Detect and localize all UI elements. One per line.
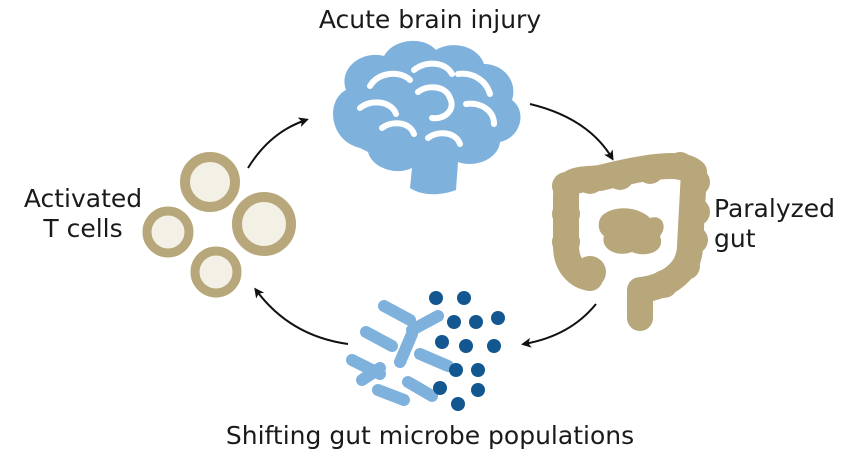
microbes-label: Shifting gut microbe populations	[225, 421, 635, 450]
tcells-label-line-1: Activated	[23, 184, 143, 213]
bacteria-icon	[346, 291, 505, 411]
tcells-label: Activated T cells	[8, 184, 158, 244]
gut-label-line-1: Paralyzed	[714, 194, 835, 223]
gut-label: Paralyzed gut	[714, 194, 854, 254]
arrow-microbes-to-tcells	[254, 287, 349, 345]
tcells-label-line-2: T cells	[43, 214, 123, 243]
arrow-tcells-to-brain	[247, 117, 309, 169]
arrow-gut-to-microbes	[521, 303, 597, 348]
brain-label: Acute brain injury	[318, 5, 542, 34]
brain-icon	[333, 40, 521, 195]
t-cell-icon	[142, 152, 296, 298]
gut-label-line-2: gut	[714, 224, 756, 253]
arrow-brain-to-gut	[529, 103, 614, 161]
intestine-icon	[552, 152, 710, 331]
